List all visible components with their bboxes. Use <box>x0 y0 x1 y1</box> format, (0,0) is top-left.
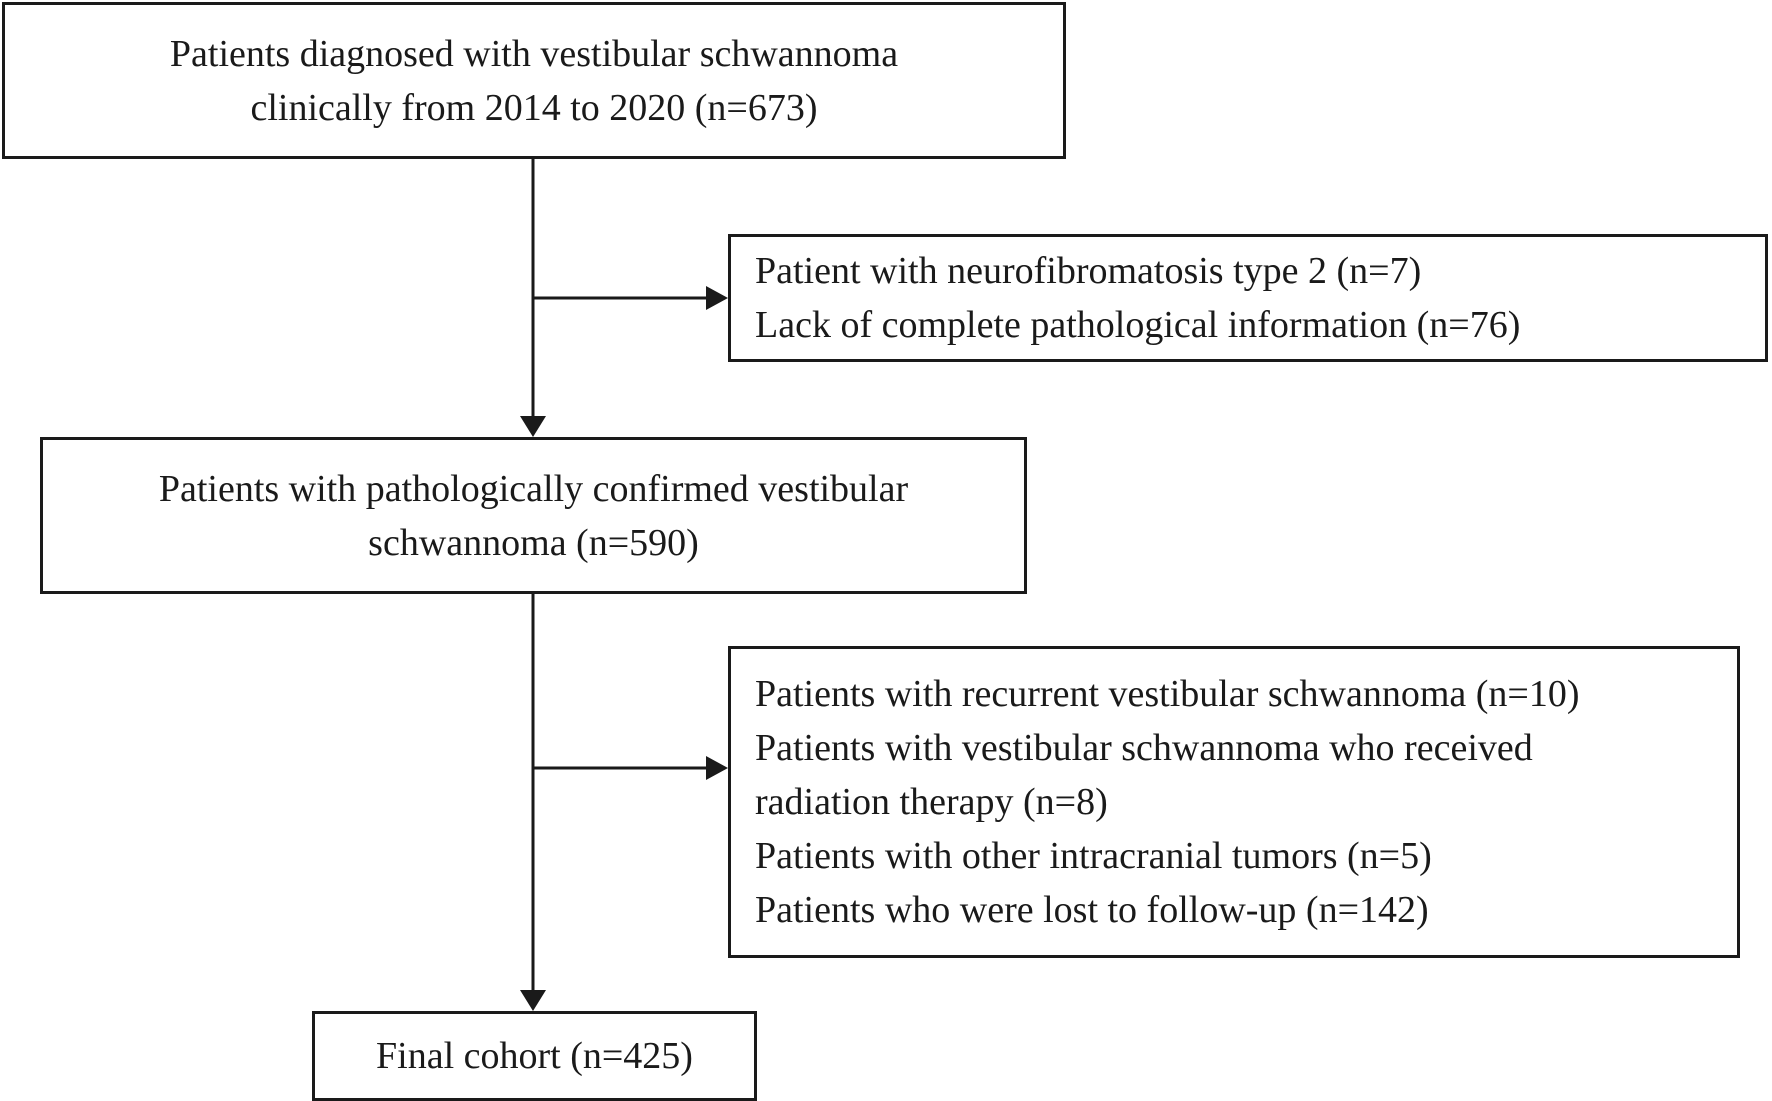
final-cohort-box: Final cohort (n=425) <box>312 1011 757 1101</box>
diagnosed-line-2: clinically from 2014 to 2020 (n=673) <box>250 86 818 129</box>
final-cohort-label: Final cohort (n=425) <box>376 1035 693 1077</box>
diagnosed-patients-box: Patients diagnosed with vestibular schwa… <box>2 2 1066 159</box>
exclusion-1-line-1: Patient with neurofibromatosis type 2 (n… <box>755 250 1422 292</box>
exclusion-2-line-4: Patients with other intracranial tumors … <box>755 835 1432 877</box>
arrowhead-to-exclusion-1 <box>706 286 728 310</box>
exclusion-1-line-2: Lack of complete pathological informatio… <box>755 304 1521 346</box>
confirmed-line-1: Patients with pathologically confirmed v… <box>158 467 909 510</box>
confirmed-patients-box: Patients with pathologically confirmed v… <box>40 437 1027 594</box>
exclusion-2-line-2: Patients with vestibular schwannoma who … <box>755 727 1533 769</box>
confirmed-line-2: schwannoma (n=590) <box>368 521 699 564</box>
arrowhead-to-confirmed <box>520 416 546 437</box>
exclusion-box-1: Patient with neurofibromatosis type 2 (n… <box>728 234 1768 362</box>
exclusion-2-line-1: Patients with recurrent vestibular schwa… <box>755 673 1580 715</box>
diagnosed-line-1: Patients diagnosed with vestibular schwa… <box>169 32 899 75</box>
arrowhead-to-final <box>520 990 546 1011</box>
arrowhead-to-exclusion-2 <box>706 756 728 780</box>
exclusion-2-line-3: radiation therapy (n=8) <box>755 781 1108 823</box>
exclusion-2-line-5: Patients who were lost to follow-up (n=1… <box>755 889 1429 931</box>
exclusion-box-2: Patients with recurrent vestibular schwa… <box>728 646 1740 958</box>
